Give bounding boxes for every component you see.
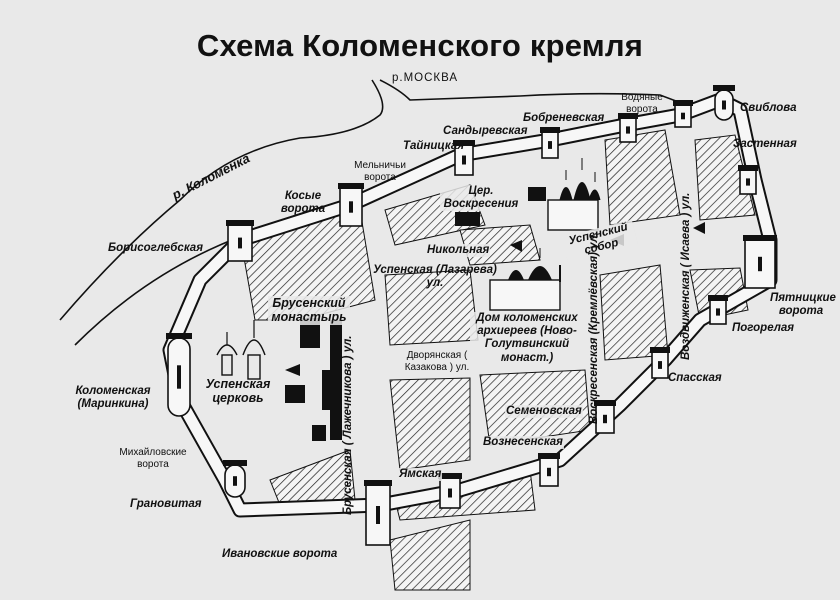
- tower-pogorelaya-label: Погорелая: [732, 322, 795, 334]
- tower-zastennaya-label: Застенная: [733, 138, 797, 150]
- tower-kolomenskaya-label: Коломенская (Маринкина): [75, 385, 151, 411]
- tower-borisoglebskaya-label: Борисоглебская: [108, 242, 203, 254]
- street-semenovskaya-label: Семеновская: [505, 405, 583, 419]
- street-nikolskaya-label: Никольная: [426, 244, 491, 258]
- street-voskresenskaya-label: Воскресенская (Кремлёвская) ул.: [588, 232, 600, 424]
- river-moskva: [59, 79, 701, 321]
- brusensky-monastery-label: Брусенский монастырь: [268, 296, 350, 325]
- river-moskva-label: р.МОСКВА: [392, 72, 459, 84]
- tower-pyatnitskie-icon: [743, 235, 777, 289]
- tower-south-icon: [594, 400, 616, 434]
- tower-pogorelaya-icon: [708, 295, 728, 325]
- tower-kosye-icon: [338, 183, 364, 227]
- tower-spasskaya-icon: [650, 347, 670, 379]
- church-uspenskaya-label: Успенская церковь: [205, 377, 271, 406]
- tower-zastennaya-icon: [738, 165, 758, 195]
- tower-kosye-label: Косые ворота: [280, 190, 326, 216]
- tower-sandyrevskaya-icon: [540, 127, 560, 159]
- tower-kolomenskaya-icon: [166, 333, 192, 417]
- tower-borisoglebskaya-icon: [226, 220, 254, 262]
- street-uspenskaya-label: Успенская (Лазарева) ул.: [373, 264, 497, 290]
- church-uspenskaya-icon: [216, 320, 266, 380]
- street-dvoryanskaya-label: Дворянская ( Казакова ) ул.: [404, 350, 470, 373]
- tower-sandyrevskaya-label: Сандыревская: [443, 125, 528, 137]
- tower-granovitaya-icon: [223, 460, 247, 498]
- cathedral-uspensky-icon: [547, 158, 601, 231]
- tower-ivanovskie-icon: [364, 480, 392, 546]
- page-title: Схема Коломенского кремля: [196, 28, 644, 63]
- tower-sviblova-icon: [713, 85, 735, 121]
- tower-bobrenevskaya-label: Бобреневская: [523, 112, 605, 124]
- tower-bobrenevskaya-icon: [618, 113, 638, 143]
- tower-vodyanye-label: Водяные ворота: [621, 92, 663, 115]
- tower-melnichny-label: Мельничьи ворота: [354, 160, 406, 183]
- buildings-solid: [285, 187, 705, 441]
- church-voskreseniya-label: Цер. Воскресения: [440, 185, 522, 212]
- tower-south3-icon: [438, 473, 462, 509]
- tower-tainitskaya-label: Тайницкая: [403, 140, 464, 152]
- tower-pyatnitskie-label: Пятницкие ворота: [770, 292, 836, 318]
- tower-tainitskaya-icon: [453, 140, 475, 176]
- street-vozdvizhenskaya-label: Воздвиженская ( Исаева ) ул.: [680, 192, 692, 360]
- tower-ivanovskie-label: Ивановские ворота: [222, 548, 338, 560]
- tower-sviblova-label: Свиблова: [740, 102, 797, 114]
- tower-vodyanye-icon: [673, 100, 693, 128]
- street-yamskaya-label: Ямская: [398, 468, 443, 482]
- archbishops-house-icon: [489, 248, 561, 311]
- tower-mikhailovskie-label: Михайловские ворота: [119, 447, 187, 470]
- tower-granovitaya-label: Грановитая: [130, 498, 202, 510]
- street-voznesenskaya-label: Вознесенская: [482, 436, 564, 450]
- archbishops-house-label: Дом коломенских архиереев (Ново-Голутвин…: [470, 312, 584, 365]
- towers: [166, 85, 777, 546]
- street-brusenskaya-label: Брусенская ( Лажечникова ) ул.: [342, 335, 354, 515]
- tower-spasskaya-label: Спасская: [668, 372, 722, 384]
- tower-south2-icon: [538, 453, 560, 487]
